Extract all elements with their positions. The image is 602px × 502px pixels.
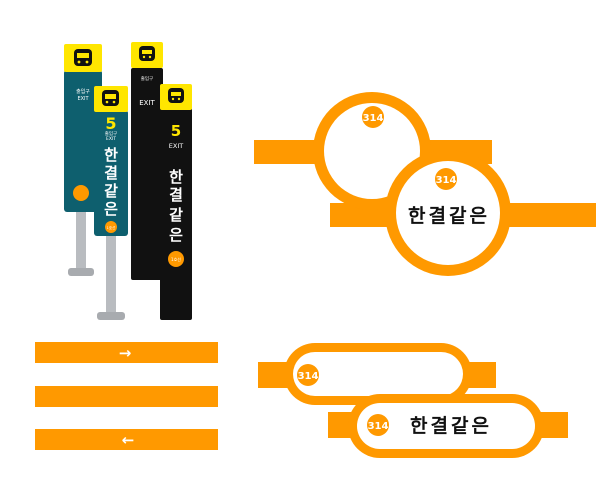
line-badge-label: 1호선 [107, 225, 116, 230]
station-char-2: 결 [104, 164, 118, 182]
direction-bar-plain [35, 386, 218, 407]
line-dot [73, 185, 89, 201]
metro-train-icon [139, 46, 155, 61]
station-char-3: 같 [169, 206, 183, 224]
route-name: 한결같은 [408, 205, 490, 227]
station-char-1: 한 [104, 146, 118, 164]
exit-label-en: EXIT [106, 136, 116, 142]
circle-route-graphic: 314 314 한결같은 [254, 92, 596, 276]
route-number-badge [362, 106, 384, 128]
exit-label-en: EXIT [169, 142, 183, 150]
pill-route-graphic: 314 314 한결같은 [258, 343, 568, 458]
line-badge [105, 221, 117, 233]
route-number-badge [435, 168, 457, 190]
line-badge [168, 251, 184, 267]
exit-label-small: 출입구 [76, 88, 90, 95]
arrow-left-icon: ← [122, 431, 135, 449]
route-number: 314 [363, 113, 384, 124]
exit-label-en: EXIT [77, 96, 89, 102]
arrow-right-icon: → [119, 344, 132, 362]
route-number-badge [367, 414, 389, 436]
metro-train-icon [168, 88, 184, 103]
pole-teal-front [106, 232, 116, 314]
station-char-4: 은 [169, 226, 183, 244]
route-number: 314 [436, 175, 457, 186]
pole-base-teal-front [97, 312, 125, 320]
direction-bars: → ← [35, 342, 218, 450]
exit-number: 5 [171, 122, 181, 140]
black-sign-front: 5 EXIT 한 결 같 은 1호선 [160, 84, 192, 320]
station-char-2: 결 [169, 186, 183, 204]
route-number-badge [297, 364, 319, 386]
pole-teal-back [76, 210, 86, 270]
line-badge-label: 1호선 [171, 256, 181, 262]
route-number: 314 [298, 371, 319, 382]
route-name: 한결같은 [410, 415, 492, 437]
metro-train-icon [102, 90, 119, 106]
pole-base-teal-back [68, 268, 94, 276]
direction-bar-left [35, 429, 218, 450]
teal-sign-front: 5 출입구 EXIT 한 결 같 은 1호선 [94, 86, 128, 236]
metro-train-icon [74, 49, 92, 66]
exit-label-small: 출입구 [105, 130, 117, 137]
direction-bar-right [35, 342, 218, 363]
exit-label-en: EXIT [139, 99, 155, 107]
station-char-4: 은 [104, 200, 118, 218]
station-char-1: 한 [169, 168, 183, 186]
teal-sign-back: 출입구 EXIT [64, 44, 102, 212]
exit-number: 5 [105, 114, 116, 133]
route-number: 314 [368, 421, 389, 432]
station-char-3: 같 [104, 182, 118, 200]
exit-label-small: 출입구 [141, 75, 153, 82]
black-sign-back: 출입구 EXIT [131, 42, 163, 280]
